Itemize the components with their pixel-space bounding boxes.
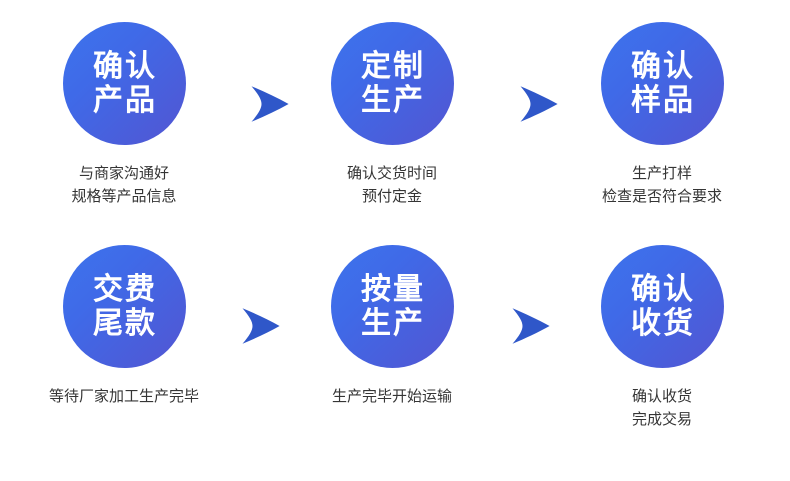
caption-line: 检查是否符合要求 (601, 187, 722, 205)
step-circle-label-line-2: 生产 (361, 82, 425, 118)
flow-step-confirm-receipt[interactable]: 确认 收货 确认收货 完成交易 (542, 245, 782, 431)
step-circle-label-line-2: 样品 (631, 82, 695, 118)
chevron-right-arrow-icon (241, 307, 281, 345)
step-circle-label-line-1: 确认 (93, 48, 157, 84)
step-circle-label-line-1: 交费 (93, 271, 157, 307)
flow-row-2: 交费 尾款 等待厂家加工生产完毕 按量 生产 生产完毕开始运输 确认 收货 确认… (0, 245, 790, 470)
flow-step-confirm-sample[interactable]: 确认 样品 生产打样 检查是否符合要求 (542, 22, 782, 208)
step-circle-label-line-1: 按量 (361, 271, 425, 307)
step-circle-custom-production[interactable]: 定制 生产 (330, 22, 454, 145)
flow-step-pay-balance[interactable]: 交费 尾款 等待厂家加工生产完毕 (4, 245, 244, 408)
step-circle-produce-by-quantity[interactable]: 按量 生产 (330, 245, 454, 368)
caption-line: 等待厂家加工生产完毕 (48, 387, 199, 405)
caption-line: 预付定金 (361, 187, 422, 205)
step-circle-label-line-2: 尾款 (93, 305, 157, 341)
step-circle-confirm-sample[interactable]: 确认 样品 (600, 22, 724, 145)
caption-line: 确认收货 (631, 387, 692, 405)
flow-step-custom-production[interactable]: 定制 生产 确认交货时间 预付定金 (272, 22, 512, 208)
step-circle-label-line-1: 确认 (631, 48, 695, 84)
caption-line: 生产打样 (631, 164, 692, 182)
step-circle-confirm-product[interactable]: 确认 产品 (62, 22, 186, 145)
step-caption-produce-by-quantity: 生产完毕开始运输 (332, 385, 452, 408)
step-circle-pay-balance[interactable]: 交费 尾款 (62, 245, 186, 368)
step-circle-label-line-2: 收货 (631, 305, 695, 341)
caption-line: 确认交货时间 (346, 164, 437, 182)
step-circle-confirm-receipt[interactable]: 确认 收货 (600, 245, 724, 368)
chevron-right-arrow-icon (519, 85, 559, 123)
caption-line: 生产完毕开始运输 (331, 387, 452, 405)
caption-line: 规格等产品信息 (71, 187, 177, 205)
caption-line: 完成交易 (631, 410, 692, 428)
step-caption-confirm-product: 与商家沟通好 规格等产品信息 (71, 162, 176, 208)
flow-row-1: 确认 产品 与商家沟通好 规格等产品信息 定制 生产 确认交货时间 预付定金 确… (0, 22, 790, 247)
flow-step-confirm-product[interactable]: 确认 产品 与商家沟通好 规格等产品信息 (4, 22, 244, 208)
step-circle-label-line-2: 产品 (93, 82, 157, 118)
chevron-right-arrow-icon (250, 85, 290, 123)
caption-line: 与商家沟通好 (78, 164, 169, 182)
step-circle-label-line-2: 生产 (361, 305, 425, 341)
flow-step-produce-by-quantity[interactable]: 按量 生产 生产完毕开始运输 (272, 245, 512, 408)
step-caption-custom-production: 确认交货时间 预付定金 (347, 162, 437, 208)
step-circle-label-line-1: 确认 (631, 271, 695, 307)
step-caption-confirm-receipt: 确认收货 完成交易 (632, 385, 692, 431)
chevron-right-arrow-icon (511, 307, 551, 345)
step-circle-label-line-1: 定制 (361, 48, 425, 84)
step-caption-confirm-sample: 生产打样 检查是否符合要求 (602, 162, 722, 208)
step-caption-pay-balance: 等待厂家加工生产完毕 (49, 385, 199, 408)
